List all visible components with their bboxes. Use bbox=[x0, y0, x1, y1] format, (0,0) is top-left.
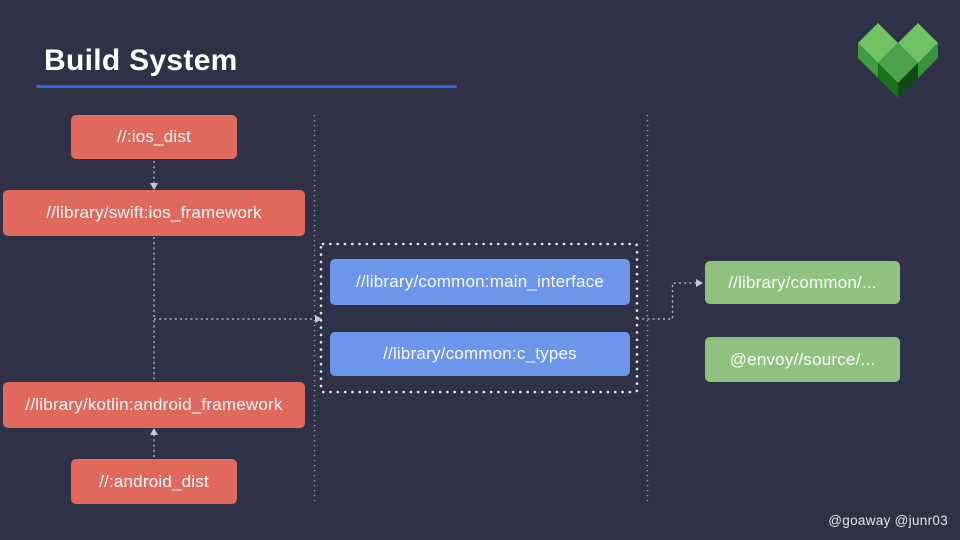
author-handles: @goaway @junr03 bbox=[828, 513, 948, 528]
node-common-main-interface: //library/common:main_interface bbox=[330, 259, 630, 305]
title-underline bbox=[36, 85, 457, 88]
node-common-sources: //library/common/... bbox=[705, 261, 900, 304]
arrowhead-up-icon bbox=[150, 428, 158, 435]
arrowhead-right-icon bbox=[696, 279, 703, 287]
node-kotlin-android-framework: //library/kotlin:android_framework bbox=[3, 382, 305, 428]
node-swift-ios-framework: //library/swift:ios_framework bbox=[3, 190, 305, 236]
page-title: Build System bbox=[44, 44, 238, 77]
arrowhead-down-icon bbox=[150, 183, 158, 190]
edge-common-sources bbox=[637, 282, 696, 320]
envoy-mobile-logo-icon bbox=[858, 23, 938, 98]
node-envoy-sources: @envoy//source/... bbox=[705, 337, 900, 382]
node-ios-dist: //:ios_dist bbox=[71, 115, 237, 159]
arrowhead-right-icon bbox=[315, 315, 322, 323]
node-common-c-types: //library/common:c_types bbox=[330, 332, 630, 376]
node-android-dist: //:android_dist bbox=[71, 459, 237, 504]
